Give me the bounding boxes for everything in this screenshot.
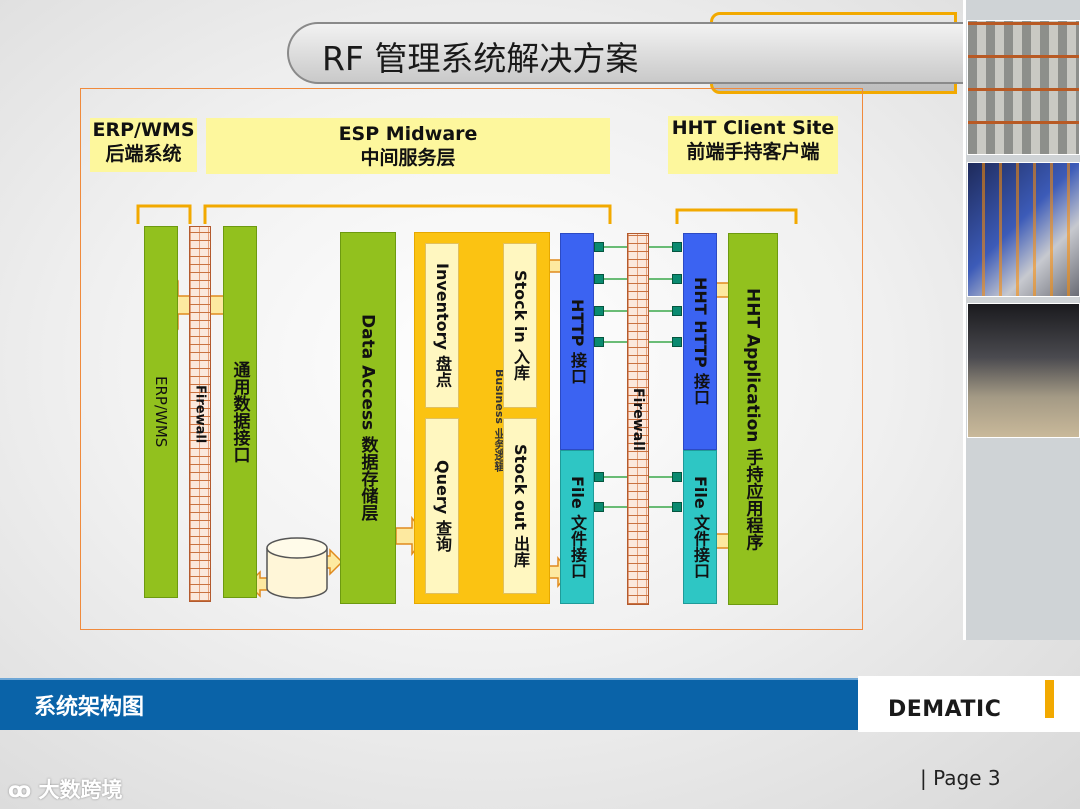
page-number: | Page 3 <box>920 766 1001 790</box>
connector-node <box>672 502 682 512</box>
common-interface-column: 通用数据接口 <box>223 226 257 598</box>
header-esp-cn: 中间服务层 <box>360 147 456 169</box>
hht-file-interface-column: File 文件接口 <box>683 450 717 604</box>
inventory-label: Inventory 盘点 <box>433 263 452 388</box>
header-esp: ESP Midware 中间服务层 <box>206 118 610 174</box>
rack-photo <box>967 162 1080 297</box>
hht-application-label: HHT Application 手持应用程序 <box>742 287 763 551</box>
title-pill <box>287 22 967 84</box>
business-logic-label: Business 业务逻辑 <box>493 368 506 472</box>
connector-node <box>594 242 604 252</box>
diagram-frame <box>80 88 863 630</box>
inventory-box: Inventory 盘点 <box>425 243 459 408</box>
watermark-icon: ꝏ <box>8 778 39 802</box>
storage-photo <box>967 303 1080 438</box>
firewall-left: Firewall <box>189 226 211 602</box>
logo-panel <box>858 676 1080 732</box>
header-esp-en: ESP Midware <box>338 123 478 145</box>
data-access-label: Data Access 数据存储层 <box>357 314 378 522</box>
header-hht-en: HHT Client Site <box>671 117 835 139</box>
header-hht-cn: 前端手持客户端 <box>686 141 820 163</box>
firewall-right: Firewall <box>627 233 649 605</box>
firewall-left-label: Firewall <box>192 384 208 444</box>
connector-node <box>594 306 604 316</box>
http-interface-column: HTTP 接口 <box>560 233 594 450</box>
header-erp-en: ERP/WMS <box>92 119 195 141</box>
connector-node <box>594 502 604 512</box>
database-icon <box>266 537 328 599</box>
hht-file-interface-label: File 文件接口 <box>691 475 710 579</box>
common-interface-label: 通用数据接口 <box>229 361 250 463</box>
hht-http-interface-column: HHT HTTP 接口 <box>683 233 717 450</box>
footer-bar <box>0 678 858 730</box>
query-label: Query 查询 <box>433 460 452 552</box>
erp-wms-label: ERP/WMS <box>152 376 170 448</box>
header-erp-cn: 后端系统 <box>105 143 182 165</box>
stock-out-label: Stock out 出库 <box>511 444 530 568</box>
watermark: ꝏ 大数跨境 <box>8 774 123 804</box>
header-hht: HHT Client Site 前端手持客户端 <box>668 116 838 174</box>
bracket-erp <box>136 204 192 224</box>
connector-node <box>672 306 682 316</box>
page-title: RF 管理系统解决方案 <box>322 39 639 78</box>
connector-node <box>594 337 604 347</box>
bracket-esp <box>203 204 612 224</box>
data-access-column: Data Access 数据存储层 <box>340 232 396 604</box>
connector-node <box>672 472 682 482</box>
bracket-hht <box>675 208 798 224</box>
http-interface-label: HTTP 接口 <box>568 299 587 384</box>
connector-node <box>672 337 682 347</box>
footer-section-label: 系统架构图 <box>34 695 145 720</box>
hht-http-interface-label: HHT HTTP 接口 <box>691 277 710 406</box>
dematic-logo: DEMATIC <box>888 697 1002 722</box>
erp-wms-column: ERP/WMS <box>144 226 178 598</box>
file-interface-label: File 文件接口 <box>568 475 587 579</box>
hht-application-column: HHT Application 手持应用程序 <box>728 233 778 605</box>
watermark-text: 大数跨境 <box>38 778 123 802</box>
connector-node <box>672 274 682 284</box>
connector-node <box>594 472 604 482</box>
query-box: Query 查询 <box>425 418 459 594</box>
stock-in-label: Stock in 入库 <box>511 270 530 381</box>
connector-node <box>594 274 604 284</box>
file-interface-column: File 文件接口 <box>560 450 594 604</box>
stock-in-box: Stock in 入库 <box>503 243 537 408</box>
stock-out-box: Stock out 出库 <box>503 418 537 594</box>
logo-accent-bar <box>1045 680 1054 718</box>
warehouse-photo <box>967 20 1080 155</box>
connector-node <box>672 242 682 252</box>
header-erp: ERP/WMS 后端系统 <box>90 118 197 172</box>
firewall-right-label: Firewall <box>630 387 646 451</box>
